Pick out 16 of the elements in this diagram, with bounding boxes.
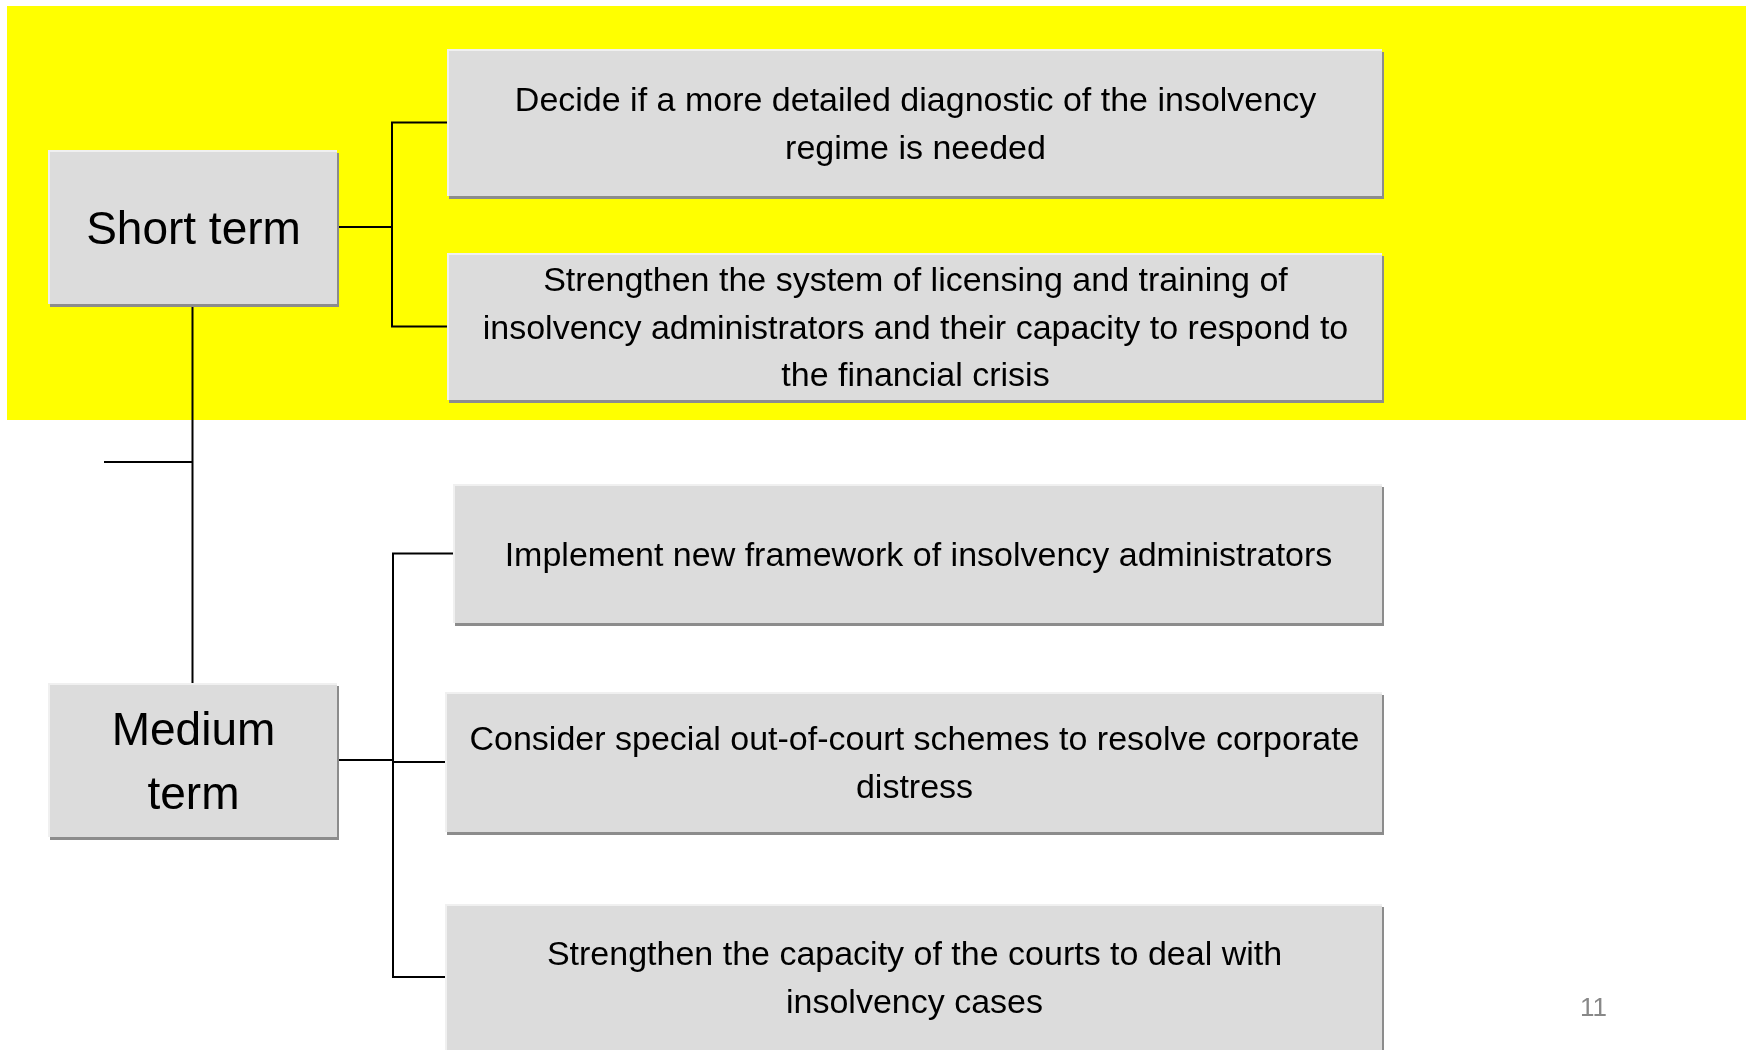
connector-line: [336, 226, 448, 328]
node-text: Consider special out-of-court schemes to resolve corporate distress: [468, 718, 1361, 807]
action-box: [447, 49, 1382, 196]
node-text: Strengthen the capacity of the courts to deal with insolvency cases: [545, 933, 1284, 1022]
action-box: [453, 484, 1382, 623]
action-box: [445, 904, 1382, 1050]
page-number: 11: [1580, 992, 1607, 1023]
node-text: Short term: [86, 200, 301, 256]
term-box: [48, 683, 337, 837]
action-box: [445, 692, 1382, 832]
node-text: Medium term: [110, 701, 277, 821]
node-text: Strengthen the system of licensing and training of insolvency administrators and their capacity to respond to the financial crisis: [481, 259, 1350, 396]
term-box: [48, 150, 337, 304]
node-text: Decide if a more detailed diagnostic of the insolvency regime is needed: [513, 78, 1318, 168]
connector-line: [336, 759, 446, 978]
node-text: Implement new framework of insolvency administrators: [504, 533, 1333, 575]
